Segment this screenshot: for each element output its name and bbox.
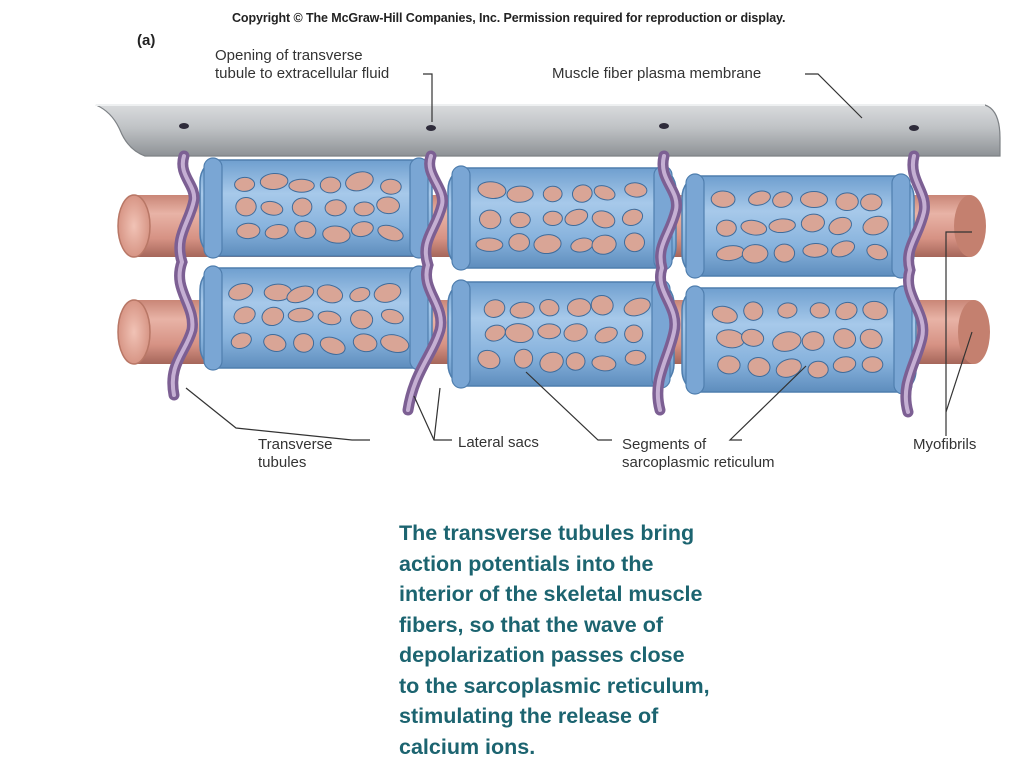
leader-lines (185, 73, 973, 441)
label-transverse-tubules: Transverse tubules (258, 436, 333, 471)
plasma-membrane (95, 104, 1001, 157)
label-plasma-membrane: Muscle fiber plasma membrane (552, 65, 762, 82)
copyright-notice: Copyright © The McGraw-Hill Companies, I… (232, 11, 786, 25)
reticulum-segment (447, 279, 675, 389)
label-opening-transverse-tubule: Opening of transverse tubule to extracel… (215, 47, 390, 82)
caption-text: The transverse tubules bring action pote… (399, 521, 710, 759)
sarcoplasmic-reticulum-segments (199, 157, 917, 395)
membrane-openings (179, 123, 919, 131)
label-myofibrils: Myofibrils (913, 436, 977, 453)
reticulum-segment (199, 157, 433, 259)
label-sarcoplasmic-reticulum: Segments of sarcoplasmic reticulum (622, 436, 775, 471)
reticulum-segment (681, 285, 917, 395)
reticulum-segment (681, 173, 915, 279)
reticulum-segment (447, 165, 677, 271)
panel-label: (a) (137, 32, 156, 49)
reticulum-segment (199, 265, 433, 371)
transverse-tubules (167, 150, 930, 418)
label-lateral-sacs: Lateral sacs (458, 434, 539, 451)
